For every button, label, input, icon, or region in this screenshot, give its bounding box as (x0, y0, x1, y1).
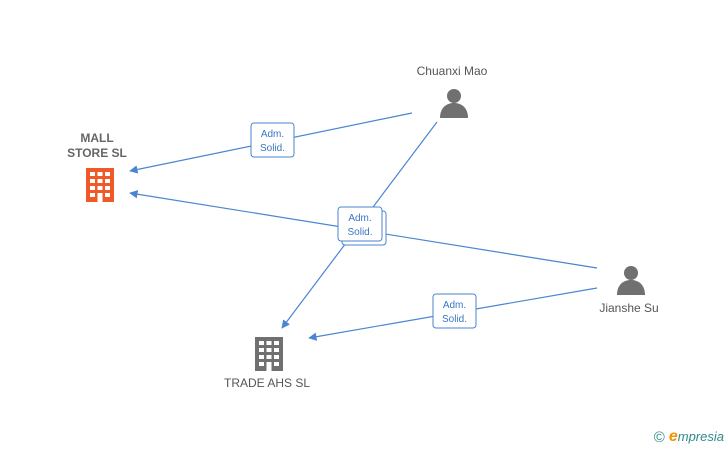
copyright-icon: © (653, 428, 665, 446)
node-mall-store[interactable]: MALL STORE SL (67, 131, 127, 202)
person-icon (617, 266, 645, 295)
node-chuanxi-mao[interactable]: Chuanxi Mao (417, 64, 488, 118)
building-icon (255, 337, 283, 371)
brand-initial: e (668, 428, 678, 445)
company-name-line1: MALL (80, 131, 113, 145)
node-jianshe-su[interactable]: Jianshe Su (599, 266, 659, 315)
brand-name: mpresia (677, 429, 724, 444)
badge-role-line1: Adm. (261, 129, 284, 140)
badge-role-line2: Solid. (442, 314, 467, 325)
badge-role-line1: Adm. (443, 300, 466, 311)
badge-role-line2: Solid. (260, 143, 285, 154)
building-icon (86, 168, 114, 202)
brand-logo[interactable]: empresia (669, 428, 724, 446)
company-name-line2: STORE SL (67, 146, 127, 160)
badge-role-line2: Solid. (347, 227, 372, 238)
badge-role-line1: Adm. (348, 213, 371, 224)
role-badge[interactable]: Adm. Solid. (432, 293, 477, 329)
person-icon (440, 89, 468, 118)
footer-branding: © empresia (654, 428, 724, 446)
person-name: Jianshe Su (599, 301, 658, 315)
person-name: Chuanxi Mao (417, 64, 488, 78)
node-trade-ahs[interactable]: TRADE AHS SL (224, 337, 310, 390)
company-name: TRADE AHS SL (224, 376, 310, 390)
role-badge[interactable]: Adm. Solid. (337, 206, 387, 246)
role-badge[interactable]: Adm. Solid. (250, 122, 295, 158)
